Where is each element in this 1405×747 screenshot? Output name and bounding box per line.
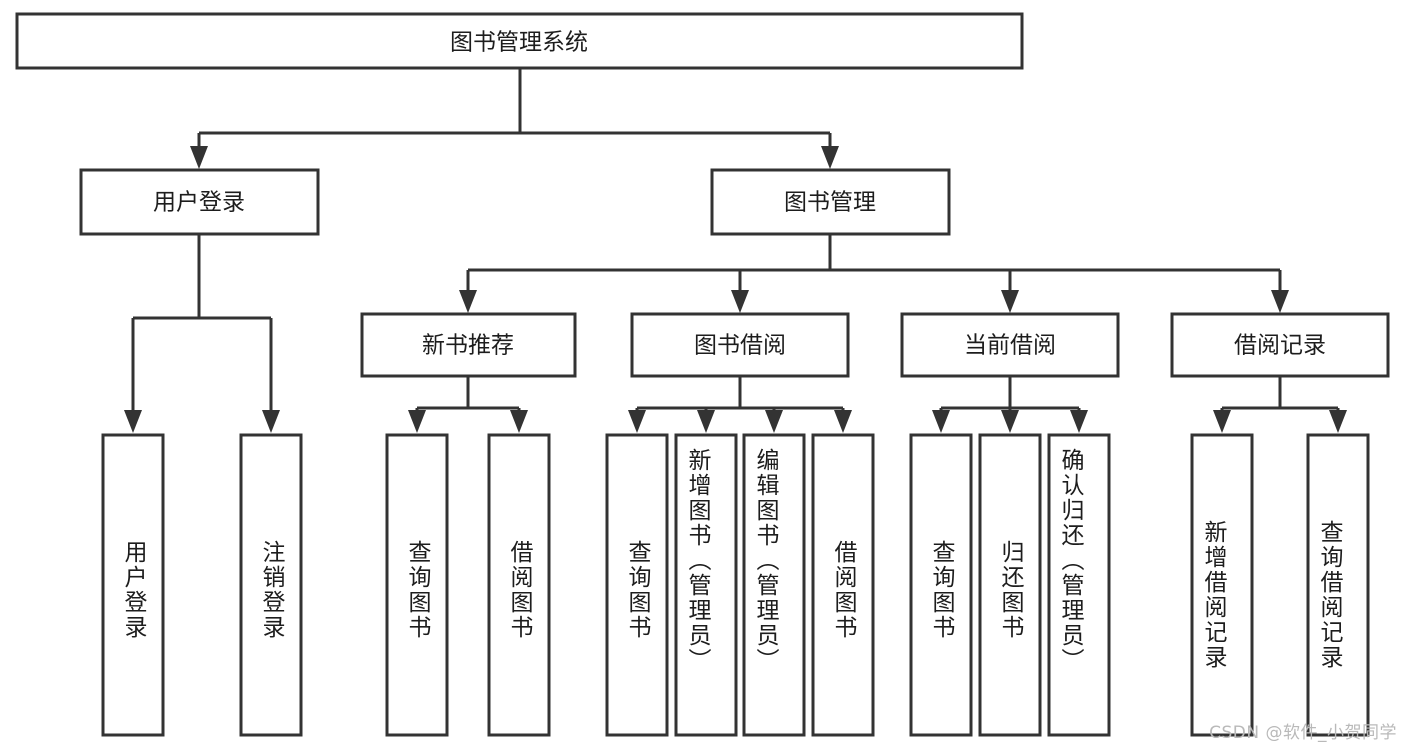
arrow-book-borrow-leaf-3: [765, 410, 783, 433]
node-book-management-box[interactable]: [710, 168, 951, 236]
node-current-borrow[interactable]: 当前借阅: [900, 312, 1120, 378]
leaf-current-borrow-2-label: 归还图书: [997, 540, 1025, 640]
leaf-current-borrow-1[interactable]: 查询图书: [909, 433, 973, 737]
leaf-borrow-record-1-box[interactable]: [1190, 433, 1254, 737]
leaf-book-borrow-4[interactable]: 借阅图书: [811, 433, 875, 737]
arrow-borrow-record-leaf-2: [1329, 410, 1347, 433]
edge-layer: [124, 68, 1347, 433]
arrow-to-current-borrow: [1001, 290, 1019, 313]
leaf-borrow-record-1[interactable]: 新增借阅记录: [1190, 433, 1254, 737]
leaf-book-borrow-4-label: 借阅图书: [830, 540, 858, 640]
leaf-new-book-1[interactable]: 查询图书: [385, 433, 449, 737]
arrow-to-new-book: [459, 290, 477, 313]
node-borrow-record[interactable]: 借阅记录: [1170, 312, 1390, 378]
node-user-login[interactable]: 用户登录: [79, 168, 320, 236]
arrow-current-borrow-leaf-2: [1001, 410, 1019, 433]
leaf-new-book-1-box[interactable]: [385, 433, 449, 737]
node-root[interactable]: 图书管理系统: [15, 12, 1024, 70]
leaf-current-borrow-3[interactable]: 确认归还（管理员）: [1047, 433, 1111, 737]
leaf-borrow-record-1-label: 新增借阅记录: [1200, 520, 1228, 670]
arrow-root-to-book-mgmt: [821, 146, 839, 169]
leaf-new-book-2-box[interactable]: [487, 433, 551, 737]
leaf-current-borrow-3-label: 确认归还（管理员）: [1057, 448, 1085, 673]
leaf-user-login-1-box[interactable]: [101, 433, 165, 737]
leaf-current-borrow-3-box[interactable]: [1047, 433, 1111, 737]
node-book-borrow[interactable]: 图书借阅: [630, 312, 850, 378]
node-user-login-box[interactable]: [79, 168, 320, 236]
arrow-to-borrow-record: [1271, 290, 1289, 313]
leaf-book-borrow-3[interactable]: 编辑图书（管理员）: [742, 433, 806, 737]
leaf-borrow-record-2-label: 查询借阅记录: [1316, 520, 1344, 670]
node-book-borrow-box[interactable]: [630, 312, 850, 378]
arrow-current-borrow-leaf-3: [1070, 410, 1088, 433]
node-new-book-recommend-label: 新书推荐: [422, 333, 514, 359]
node-current-borrow-box[interactable]: [900, 312, 1120, 378]
arrow-book-borrow-leaf-4: [834, 410, 852, 433]
node-current-borrow-label: 当前借阅: [964, 333, 1056, 359]
leaf-user-login-1[interactable]: 用户登录: [101, 433, 165, 737]
node-user-login-label: 用户登录: [153, 190, 245, 216]
leaf-user-login-1-label: 用户登录: [120, 540, 148, 640]
leaf-current-borrow-2[interactable]: 归还图书: [978, 433, 1042, 737]
leaf-user-login-2-box[interactable]: [239, 433, 303, 737]
node-book-borrow-label: 图书借阅: [694, 333, 786, 359]
leaf-current-borrow-1-box[interactable]: [909, 433, 973, 737]
arrow-book-borrow-leaf-2: [697, 410, 715, 433]
arrow-current-borrow-leaf-1: [932, 410, 950, 433]
leaf-current-borrow-1-label: 查询图书: [928, 540, 956, 640]
leaf-book-borrow-2[interactable]: 新增图书（管理员）: [674, 433, 738, 737]
leaf-book-borrow-3-box[interactable]: [742, 433, 806, 737]
node-root-box[interactable]: [15, 12, 1024, 70]
leaf-book-borrow-1-label: 查询图书: [624, 540, 652, 640]
leaf-current-borrow-2-box[interactable]: [978, 433, 1042, 737]
arrow-book-borrow-leaf-1: [628, 410, 646, 433]
arrow-new-book-leaf-2: [510, 410, 528, 433]
leaf-user-login-2[interactable]: 注销登录: [239, 433, 303, 737]
arrow-new-book-leaf-1: [408, 410, 426, 433]
leaf-new-book-2[interactable]: 借阅图书: [487, 433, 551, 737]
arrow-user-login-leaf-1: [124, 410, 142, 433]
leaf-borrow-record-2[interactable]: 查询借阅记录: [1306, 433, 1370, 737]
node-new-book-recommend[interactable]: 新书推荐: [360, 312, 577, 378]
arrow-root-to-user-login: [190, 146, 208, 169]
arrow-to-book-borrow: [731, 290, 749, 313]
leaf-book-borrow-3-label: 编辑图书（管理员）: [752, 448, 780, 673]
node-borrow-record-box[interactable]: [1170, 312, 1390, 378]
leaf-borrow-record-2-box[interactable]: [1306, 433, 1370, 737]
leaf-book-borrow-1[interactable]: 查询图书: [605, 433, 669, 737]
node-book-management-label: 图书管理: [784, 190, 876, 216]
node-new-book-recommend-box[interactable]: [360, 312, 577, 378]
leaf-book-borrow-2-box[interactable]: [674, 433, 738, 737]
arrow-borrow-record-leaf-1: [1213, 410, 1231, 433]
leaf-user-login-2-label: 注销登录: [258, 540, 286, 640]
node-root-label: 图书管理系统: [450, 30, 588, 56]
leaf-new-book-1-label: 查询图书: [404, 540, 432, 640]
node-borrow-record-label: 借阅记录: [1234, 333, 1326, 359]
leaf-new-book-2-label: 借阅图书: [506, 540, 534, 640]
leaf-book-borrow-4-box[interactable]: [811, 433, 875, 737]
leaf-book-borrow-1-box[interactable]: [605, 433, 669, 737]
arrow-user-login-leaf-2: [262, 410, 280, 433]
leaf-book-borrow-2-label: 新增图书（管理员）: [684, 448, 712, 673]
node-book-management[interactable]: 图书管理: [710, 168, 951, 236]
